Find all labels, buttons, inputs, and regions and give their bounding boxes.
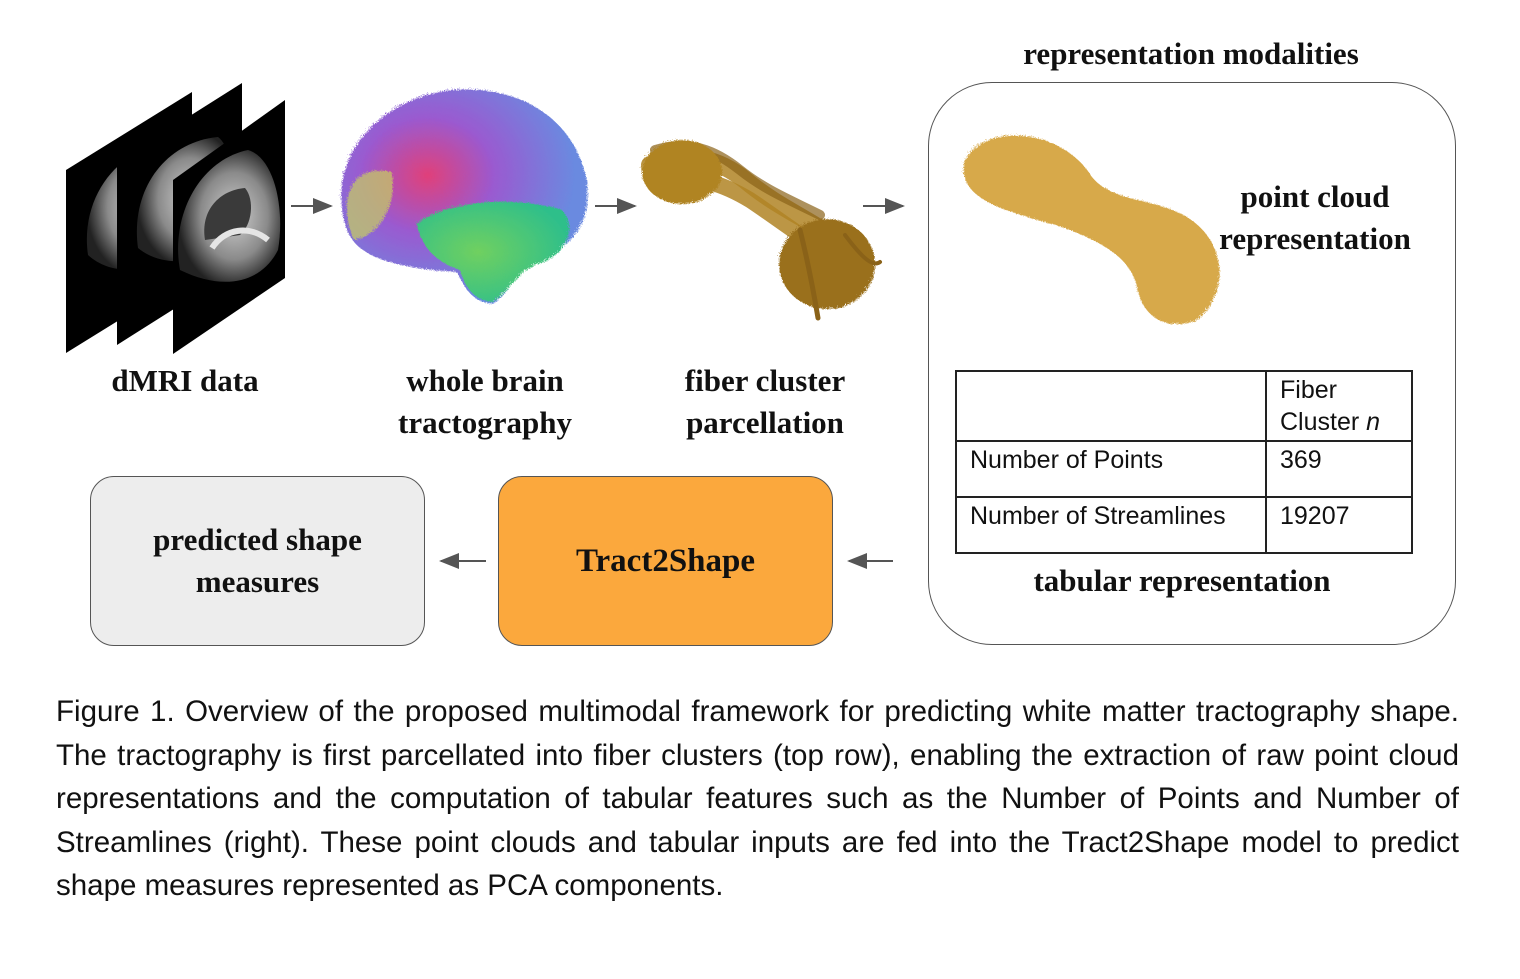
figure-caption: Figure 1. Overview of the proposed multi…	[56, 695, 1459, 903]
tract2shape-label: Tract2Shape	[575, 542, 756, 579]
point-cloud-label: point cloud representation	[1195, 176, 1435, 260]
tabular-representation-label: tabular representation	[1033, 563, 1331, 598]
table-header-cluster-cell: Fiber Cluster n	[1265, 370, 1413, 442]
dmri-label-text: dMRI data	[111, 363, 259, 398]
fiber-cluster-image	[640, 138, 882, 321]
tractography-label-line1: whole brain	[406, 363, 564, 398]
whole-brain-tractography-image	[339, 87, 586, 302]
tractography-label: whole brain tractography	[370, 360, 600, 444]
tractography-label-line2: tractography	[398, 405, 572, 440]
table-row: Number of Streamlines 19207	[955, 496, 1413, 554]
table-header-cluster-word: Cluster	[1280, 408, 1360, 436]
parcellation-label: fiber cluster parcellation	[655, 360, 875, 444]
output-label-line1: predicted shape	[153, 522, 362, 557]
table-header-row: Fiber Cluster n	[955, 370, 1413, 442]
output-label-line2: measures	[195, 564, 320, 599]
predicted-shape-measures-box: predicted shape measures	[90, 476, 425, 646]
table-row: Number of Points 369	[955, 440, 1413, 498]
diagram-canvas	[66, 83, 1218, 569]
dmri-slices-image	[66, 83, 285, 354]
point-cloud-label-line1: point cloud	[1240, 179, 1390, 214]
table-cell-feature-name: Number of Streamlines	[955, 496, 1267, 554]
point-cloud-image	[961, 133, 1218, 323]
table-header-empty-cell	[955, 370, 1267, 442]
point-cloud-label-line2: representation	[1219, 221, 1411, 256]
table-cell-feature-value: 369	[1265, 440, 1413, 498]
table-header-n: n	[1366, 408, 1381, 436]
modalities-heading: representation modalities	[1023, 36, 1359, 71]
tract2shape-model-box: Tract2Shape	[498, 476, 833, 646]
dmri-data-label: dMRI data	[85, 360, 285, 402]
table-cell-feature-value: 19207	[1265, 496, 1413, 554]
modalities-panel	[928, 82, 1456, 645]
tabular-features-table: Fiber Cluster n Number of Points 369 Num…	[955, 370, 1413, 554]
dmri-slice-front	[173, 100, 285, 354]
table-cell-feature-name: Number of Points	[955, 440, 1267, 498]
parcellation-label-line1: fiber cluster	[684, 363, 846, 398]
table-header-line1: Fiber	[1280, 376, 1337, 404]
parcellation-label-line2: parcellation	[686, 405, 844, 440]
table-header-line2: Cluster n	[1280, 406, 1398, 438]
